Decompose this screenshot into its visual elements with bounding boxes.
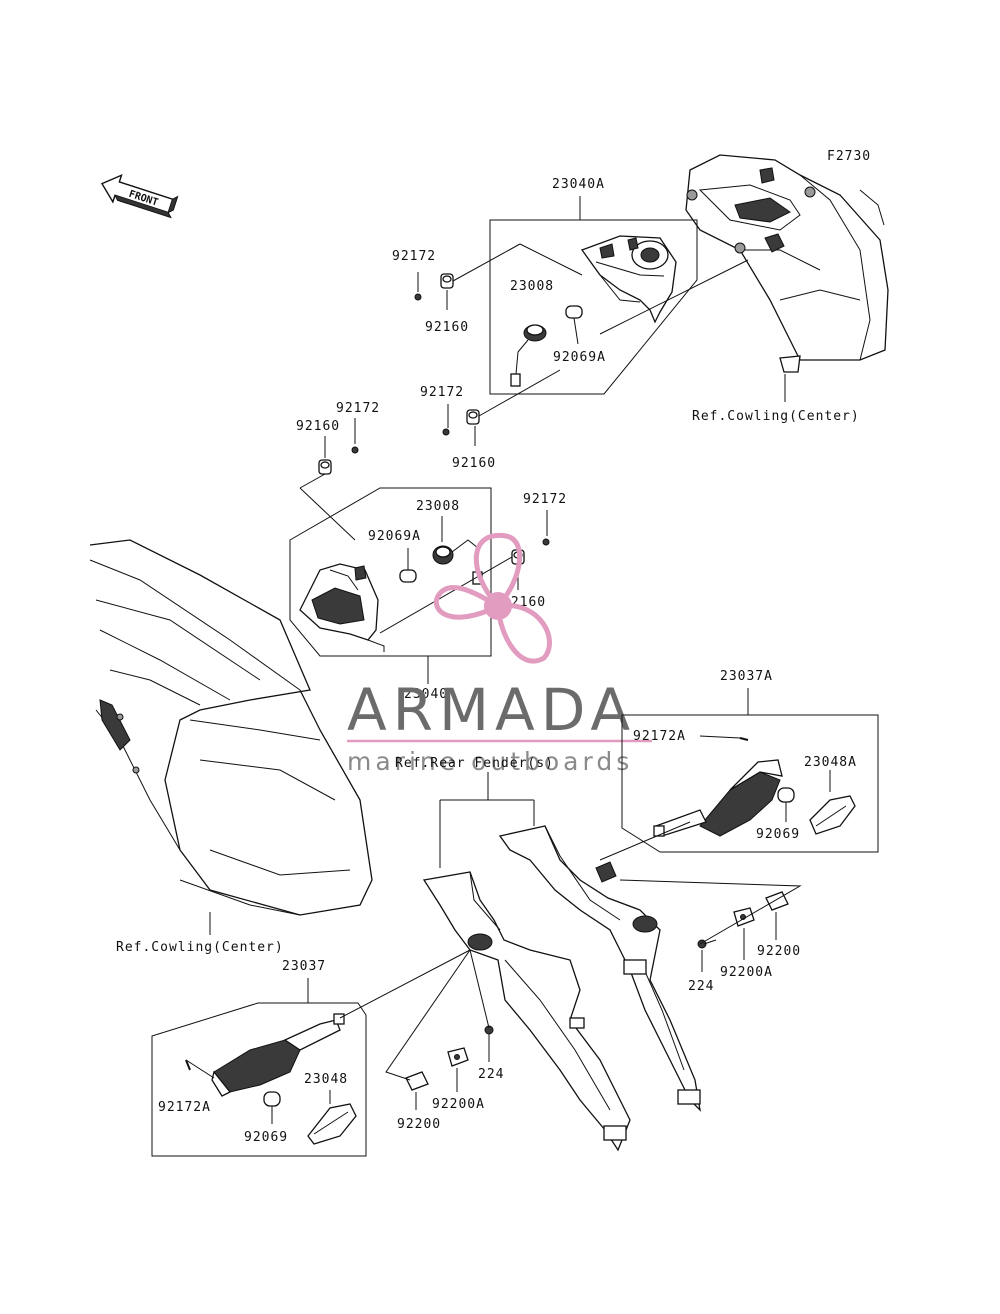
box-23040A <box>489 196 698 395</box>
turn-signal-23037-illustration <box>211 1013 345 1097</box>
part-label-92172-a: 92172 <box>392 249 436 264</box>
figure-code: F2730 <box>827 149 871 164</box>
part-label-92172-b: 92172 <box>420 385 464 400</box>
part-label-92069-left: 92069 <box>244 1130 288 1145</box>
headlight-23040-illustration <box>299 563 385 652</box>
part-label-23048A: 23048A <box>804 755 857 770</box>
part-label-23037: 23037 <box>282 959 326 974</box>
part-label-92172-c: 92172 <box>336 401 380 416</box>
part-label-23037A: 23037A <box>720 669 773 684</box>
part-label-92172-d: 92172 <box>523 492 567 507</box>
part-label-92172A-left: 92172A <box>158 1100 211 1115</box>
part-label-23040A: 23040A <box>552 177 605 192</box>
part-label-92200-right: 92200 <box>757 944 801 959</box>
rear-fender-bracket-left <box>422 871 631 1152</box>
watermark-subtitle: marine outboards <box>347 747 633 776</box>
screw-92172-c <box>351 418 359 454</box>
part-label-92069A-lower: 92069A <box>368 529 421 544</box>
grommet-92160-a <box>440 273 454 289</box>
part-label-23008-upper: 23008 <box>510 279 554 294</box>
propeller-logo-icon <box>433 532 552 664</box>
rear-fender-bracket-right <box>498 825 701 1112</box>
part-label-92200-left: 92200 <box>397 1117 441 1132</box>
bulb-socket-23008-upper <box>510 324 547 387</box>
watermark-title: ARMADA <box>347 676 636 744</box>
bolt-224-left <box>484 1025 494 1050</box>
screw-92172-a <box>414 272 422 301</box>
screw-92172A-left <box>185 1059 191 1071</box>
ref-cowling-center-left: Ref.Cowling(Center) <box>116 940 284 955</box>
headlight-23040A-illustration <box>580 235 677 324</box>
part-label-224-left: 224 <box>478 1067 504 1082</box>
part-label-224-right: 224 <box>688 979 714 994</box>
ref-rear-fender: Ref.Rear Fender(s) <box>395 756 554 771</box>
screw-92172-b <box>442 404 450 436</box>
bulb-92069-left <box>263 1091 281 1107</box>
bulb-92069A-upper <box>565 305 583 319</box>
part-label-92069A-upper: 92069A <box>553 350 606 365</box>
bulb-92069-right <box>777 787 795 803</box>
ref-cowling-center-top: Ref.Cowling(Center) <box>692 409 860 424</box>
box-23037A <box>621 688 879 853</box>
part-label-92160-a: 92160 <box>425 320 469 335</box>
bracket-92200-left <box>405 1071 429 1091</box>
part-label-23048: 23048 <box>304 1072 348 1087</box>
box-23037 <box>151 978 367 1157</box>
nut-92200A-left <box>447 1047 469 1067</box>
grommet-92160-c <box>318 459 332 475</box>
part-label-92160-c: 92160 <box>296 419 340 434</box>
nut-92200A-right <box>733 907 755 927</box>
part-label-92160-b: 92160 <box>452 456 496 471</box>
part-label-92172A-right: 92172A <box>633 729 686 744</box>
rear-fender-leader <box>439 772 535 868</box>
part-label-23008-lower: 23008 <box>416 499 460 514</box>
armada-logo: ARMADA marine outboards <box>347 532 652 776</box>
screw-92172A-right <box>739 737 749 741</box>
box-23040 <box>289 487 492 684</box>
turn-signal-23037A-illustration <box>653 759 783 837</box>
lens-23048 <box>307 1103 357 1145</box>
cowling-center-left-illustration <box>89 539 373 935</box>
part-label-92200A-right: 92200A <box>720 965 773 980</box>
part-label-92200A-left: 92200A <box>432 1097 485 1112</box>
part-label-23040: 23040 <box>404 687 448 702</box>
bulb-92069A-lower <box>399 569 417 583</box>
grommet-92160-b <box>466 409 480 425</box>
cowling-center-top-illustration <box>685 154 889 373</box>
part-label-92069-right: 92069 <box>756 827 800 842</box>
bulb-socket-23008-lower <box>432 539 483 585</box>
lens-23048A <box>809 795 856 835</box>
front-arrow-icon: FRONT <box>100 174 179 219</box>
screw-92172-d <box>542 510 550 546</box>
